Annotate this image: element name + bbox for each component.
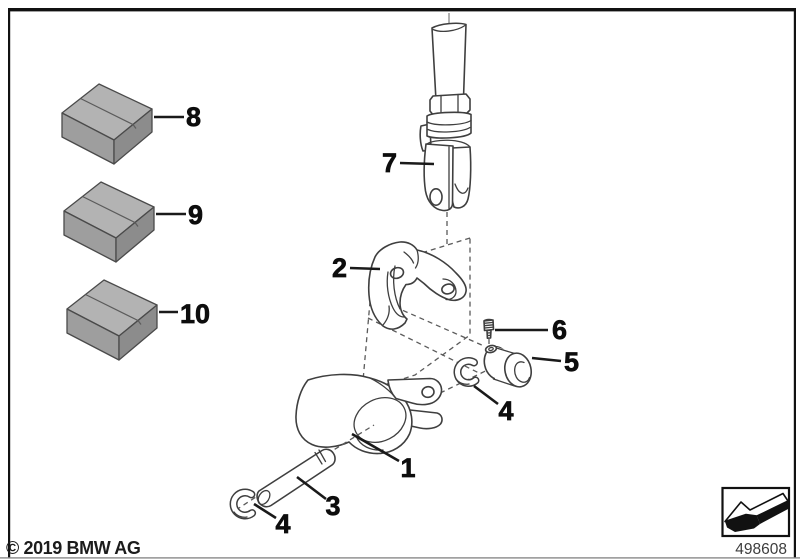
callout-labels: 8 9 10 7 2 6 5 4 1 3 4 (180, 102, 580, 540)
callout-1[interactable]: 1 (400, 453, 416, 484)
callout-4-lower[interactable]: 4 (275, 509, 291, 540)
callout-2[interactable]: 2 (332, 253, 348, 284)
part-7-clevis-rod (419, 22, 472, 212)
callout-5[interactable]: 5 (564, 347, 580, 378)
page-frame (0, 8, 800, 559)
callout-7[interactable]: 7 (382, 148, 398, 179)
kit-box-9 (63, 181, 155, 263)
part-2-hook-clamp (367, 241, 467, 330)
pin-axis-line (326, 424, 375, 455)
document-number: 498608 (735, 541, 787, 558)
callout-8[interactable]: 8 (186, 102, 202, 133)
kit-box-10 (66, 279, 158, 361)
callout-9[interactable]: 9 (188, 200, 204, 231)
part-6-set-screw (483, 318, 495, 339)
copyright-text: © 2019 BMW AG (6, 538, 140, 558)
callout-4-middle[interactable]: 4 (498, 396, 514, 427)
callout-6[interactable]: 6 (552, 315, 568, 346)
callout-3[interactable]: 3 (325, 491, 341, 522)
kit-box-8 (61, 83, 153, 165)
leader-lines (154, 115, 562, 520)
callout-10[interactable]: 10 (180, 299, 211, 330)
part-4-circlip-middle (453, 357, 480, 387)
part-3-pin (256, 448, 336, 508)
part-4-circlip-lower (229, 488, 257, 520)
part-5-bushing (483, 344, 532, 388)
arrow-down-left-icon (724, 492, 789, 532)
part-1-sleeve (295, 373, 443, 455)
direction-arrow-box (721, 486, 791, 538)
